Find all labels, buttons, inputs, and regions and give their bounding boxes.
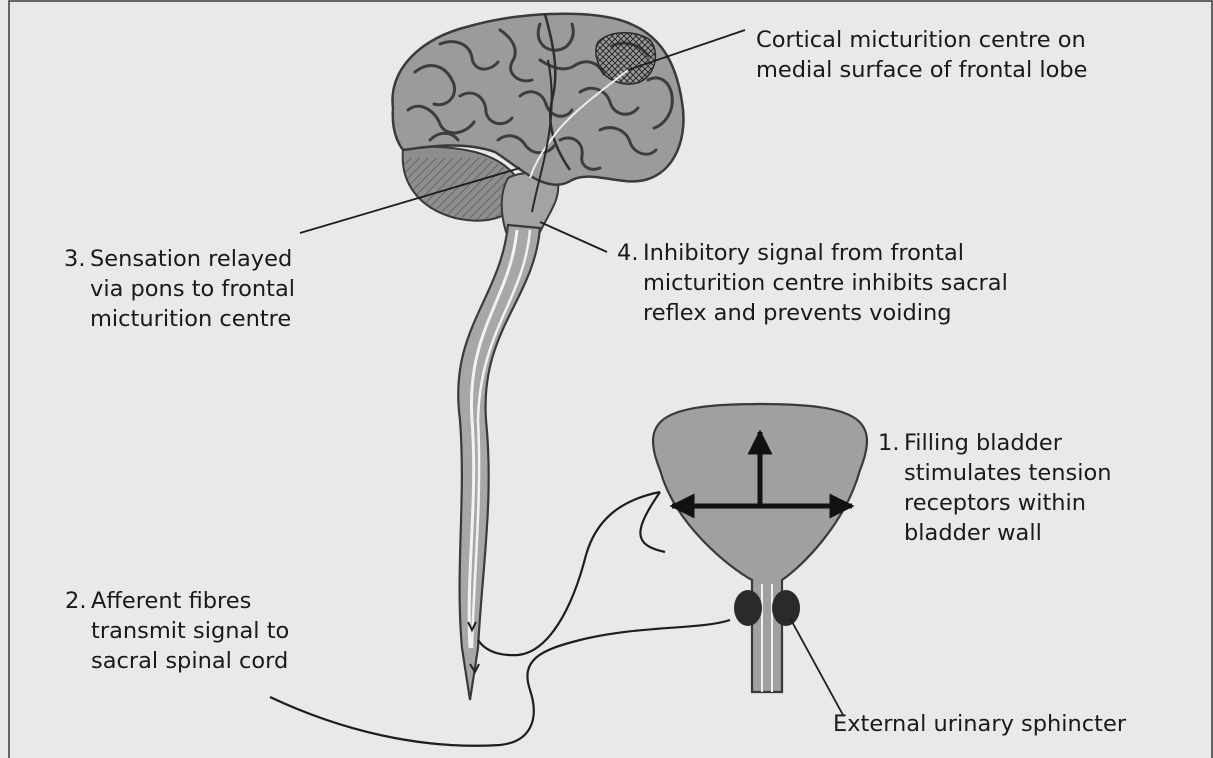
label-line: Cortical micturition centre on xyxy=(756,25,1088,55)
label-line: medial surface of frontal lobe xyxy=(756,55,1088,85)
label-step-3: 3.Sensation relayed via pons to frontal … xyxy=(64,244,295,334)
label-step-4: 4.Inhibitory signal from frontal micturi… xyxy=(617,238,1008,328)
step-number: 2. xyxy=(65,586,91,616)
label-line: transmit signal to xyxy=(65,616,289,646)
label-line: sacral spinal cord xyxy=(65,646,289,676)
label-external-urinary-sphincter: External urinary sphincter xyxy=(833,709,1126,739)
label-line: micturition centre inhibits sacral xyxy=(617,268,1008,298)
label-line: reflex and prevents voiding xyxy=(617,298,1008,328)
sphincter-left xyxy=(734,590,762,626)
label-line: receptors within xyxy=(878,488,1111,518)
label-step-2: 2.Afferent fibres transmit signal to sac… xyxy=(65,586,289,676)
label-line: Filling bladder xyxy=(904,430,1062,456)
label-line: bladder wall xyxy=(878,518,1111,548)
label-line: micturition centre xyxy=(64,304,295,334)
label-line: Afferent fibres xyxy=(91,588,251,614)
step-number: 1. xyxy=(878,428,904,458)
sphincter-right xyxy=(772,590,800,626)
label-line: via pons to frontal xyxy=(64,274,295,304)
label-cortical-micturition-centre: Cortical micturition centre on medial su… xyxy=(756,25,1088,85)
step-number: 3. xyxy=(64,244,90,274)
label-step-1: 1.Filling bladder stimulates tension rec… xyxy=(878,428,1111,548)
label-line: stimulates tension xyxy=(878,458,1111,488)
step-number: 4. xyxy=(617,238,643,268)
label-line: External urinary sphincter xyxy=(833,709,1126,739)
label-line: Sensation relayed xyxy=(90,246,292,272)
label-line: Inhibitory signal from frontal xyxy=(643,240,964,266)
